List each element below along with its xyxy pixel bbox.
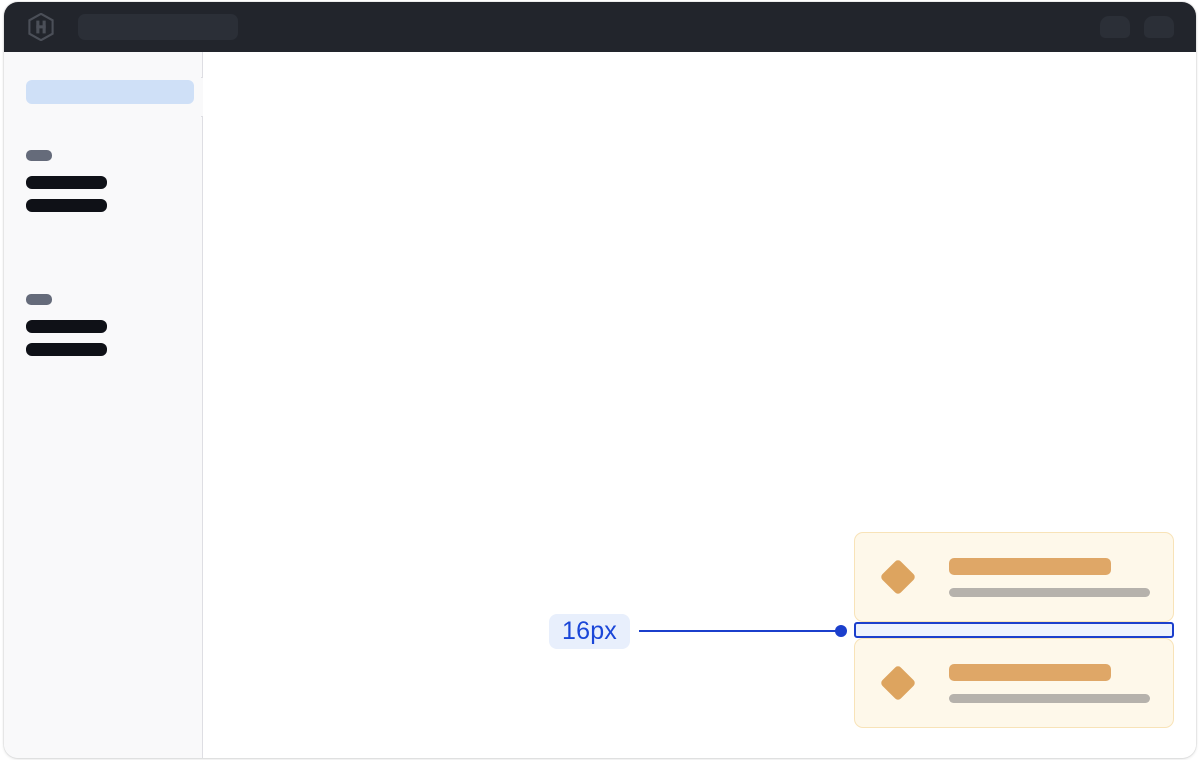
topbar-actions (1100, 16, 1174, 38)
card-list (854, 532, 1174, 728)
sidebar-group-2 (26, 294, 107, 366)
card-title (949, 663, 1111, 681)
spacing-measurement-box (854, 622, 1174, 638)
app-body: 16px (4, 52, 1196, 758)
measurement-leader-line (639, 630, 842, 632)
card-text-block (949, 557, 1150, 597)
card-subtitle (949, 693, 1150, 703)
sidebar-item-active[interactable] (26, 80, 194, 104)
sidebar-group-2-label (26, 294, 52, 305)
hashicorp-logo[interactable] (28, 13, 54, 41)
sidebar-item-2-1[interactable] (26, 320, 107, 333)
card-text-block (949, 663, 1150, 703)
sidebar-group-1-label (26, 150, 52, 161)
card-title (949, 557, 1111, 575)
sidebar (4, 52, 215, 758)
topbar-action-1[interactable] (1100, 16, 1130, 38)
card-subtitle (949, 587, 1150, 597)
topbar-action-2[interactable] (1144, 16, 1174, 38)
diamond-icon (879, 664, 917, 702)
sidebar-item-2-2[interactable] (26, 343, 107, 356)
list-item[interactable] (854, 532, 1174, 622)
search-input[interactable] (78, 14, 238, 40)
measurement-endpoint-dot (835, 625, 847, 637)
sidebar-item-1-1[interactable] (26, 176, 107, 189)
app-window: 16px (4, 2, 1196, 758)
main-content: 16px (203, 52, 1196, 758)
top-navigation-bar (4, 2, 1196, 52)
sidebar-group-1 (26, 150, 107, 222)
diamond-icon (879, 558, 917, 596)
list-item[interactable] (854, 638, 1174, 728)
measurement-value-label: 16px (549, 614, 631, 649)
sidebar-item-1-2[interactable] (26, 199, 107, 212)
